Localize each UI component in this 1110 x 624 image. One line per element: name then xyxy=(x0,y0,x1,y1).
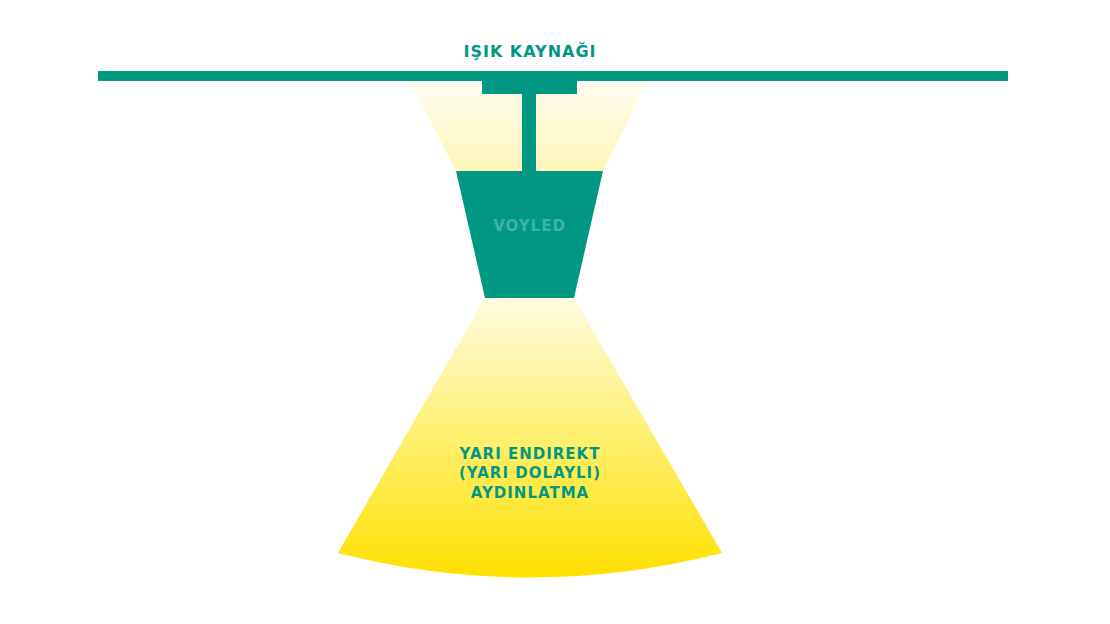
beam-shape xyxy=(338,298,722,578)
ceiling-bar xyxy=(98,71,1008,81)
light-beam: YARI ENDIREKT (YARI DOLAYLI) AYDINLATMA xyxy=(338,298,722,578)
mount-stem xyxy=(522,94,536,172)
node-text: VOYLED xyxy=(460,217,600,237)
mount-plate xyxy=(482,81,577,94)
lamp-fixture: VOYLED xyxy=(456,171,603,298)
upward-light xyxy=(410,82,648,171)
node-text: YARI ENDIREKT (YARI DOLAYLI) AYDINLATMA xyxy=(440,445,620,504)
light-source-label: IŞIK KAYNAĞI xyxy=(463,42,596,61)
